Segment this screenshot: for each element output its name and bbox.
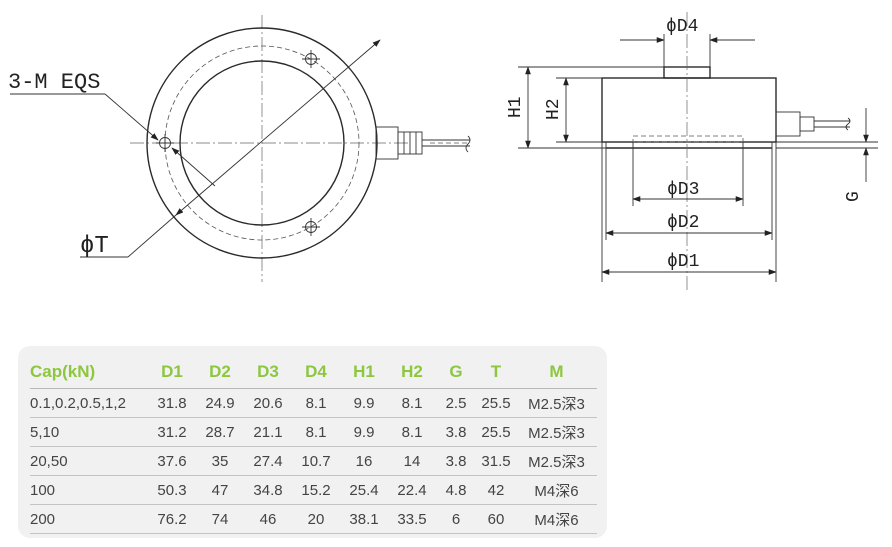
- cell-d2: 47: [196, 475, 244, 505]
- cell-g: 6: [436, 504, 476, 534]
- cell-cap: 0.1,0.2,0.5,1,2: [30, 388, 148, 418]
- cell-g: 3.8: [436, 446, 476, 476]
- cell-m: M4深6: [516, 475, 597, 505]
- header-t: T: [476, 356, 516, 389]
- cell-d3: 20.6: [244, 388, 292, 418]
- cell-d2: 35: [196, 446, 244, 476]
- height-h2-label: H2: [544, 98, 564, 120]
- cell-d3: 27.4: [244, 446, 292, 476]
- cell-h1: 38.1: [340, 504, 388, 534]
- cell-d2: 28.7: [196, 417, 244, 447]
- cell-h2: 22.4: [388, 475, 436, 505]
- cell-d4: 8.1: [292, 388, 340, 418]
- cell-g: 2.5: [436, 388, 476, 418]
- cell-t: 25.5: [476, 388, 516, 418]
- side-view: [518, 12, 878, 290]
- cell-d4: 10.7: [292, 446, 340, 476]
- cell-m: M2.5深3: [516, 388, 597, 418]
- cell-cap: 20,50: [30, 446, 148, 476]
- cell-h1: 9.9: [340, 388, 388, 418]
- cell-t: 60: [476, 504, 516, 534]
- cell-h2: 14: [388, 446, 436, 476]
- top-view: [10, 15, 471, 282]
- cell-h2: 8.1: [388, 417, 436, 447]
- gap-g-label: G: [844, 191, 864, 202]
- cell-cap: 100: [30, 475, 148, 505]
- table-header-row: Cap(kN) D1 D2 D3 D4 H1 H2 G T M: [30, 356, 597, 389]
- cell-t: 42: [476, 475, 516, 505]
- cell-g: 3.8: [436, 417, 476, 447]
- table-row: 0.1,0.2,0.5,1,2 31.8 24.9 20.6 8.1 9.9 8…: [30, 388, 597, 418]
- cell-h2: 8.1: [388, 388, 436, 418]
- header-h1: H1: [340, 356, 388, 389]
- cell-t: 25.5: [476, 417, 516, 447]
- diameter-d4-label: ϕD4: [666, 17, 698, 37]
- hole-callout-label: 3-M EQS: [8, 70, 100, 95]
- table-row: 200 76.2 74 46 20 38.1 33.5 6 60 M4深6: [30, 504, 597, 534]
- cell-d1: 37.6: [148, 446, 196, 476]
- header-g: G: [436, 356, 476, 389]
- mounting-hole-3: [302, 218, 320, 236]
- cell-d3: 34.8: [244, 475, 292, 505]
- cell-d1: 76.2: [148, 504, 196, 534]
- header-cap: Cap(kN): [30, 356, 148, 389]
- header-d3: D3: [244, 356, 292, 389]
- cell-d3: 21.1: [244, 417, 292, 447]
- header-d2: D2: [196, 356, 244, 389]
- cell-m: M4深6: [516, 504, 597, 534]
- side-cable-gland: [775, 111, 851, 137]
- cell-d1: 31.2: [148, 417, 196, 447]
- cell-t: 31.5: [476, 446, 516, 476]
- cell-h1: 25.4: [340, 475, 388, 505]
- diameter-d3-label: ϕD3: [667, 180, 699, 200]
- diameter-t-line: [175, 39, 381, 216]
- diameter-d2-label: ϕD2: [667, 213, 699, 233]
- header-h2: H2: [388, 356, 436, 389]
- spec-table: Cap(kN) D1 D2 D3 D4 H1 H2 G T M 0.1,0.2,…: [30, 356, 597, 534]
- mounting-hole-1: [156, 134, 174, 152]
- header-d1: D1: [148, 356, 196, 389]
- table-row: 100 50.3 47 34.8 15.2 25.4 22.4 4.8 42 M…: [30, 475, 597, 505]
- cell-cap: 5,10: [30, 417, 148, 447]
- cell-h1: 9.9: [340, 417, 388, 447]
- cell-d4: 15.2: [292, 475, 340, 505]
- cell-h2: 33.5: [388, 504, 436, 534]
- header-d4: D4: [292, 356, 340, 389]
- cell-d4: 20: [292, 504, 340, 534]
- cell-cap: 200: [30, 504, 148, 534]
- cell-d1: 50.3: [148, 475, 196, 505]
- mounting-hole-2: [302, 50, 320, 68]
- cell-h1: 16: [340, 446, 388, 476]
- diameter-d1-label: ϕD1: [667, 252, 699, 272]
- load-cell-dimension-drawing: 3-M EQS ϕT ϕD4 ϕD3 ϕD2 ϕD1 H1 H2 G: [8, 12, 878, 290]
- cell-d2: 24.9: [196, 388, 244, 418]
- height-h1-label: H1: [506, 96, 526, 118]
- cell-g: 4.8: [436, 475, 476, 505]
- table-row: 5,10 31.2 28.7 21.1 8.1 9.9 8.1 3.8 25.5…: [30, 417, 597, 447]
- diameter-t-label: ϕT: [80, 233, 109, 260]
- table-row: 20,50 37.6 35 27.4 10.7 16 14 3.8 31.5 M…: [30, 446, 597, 476]
- cell-d4: 8.1: [292, 417, 340, 447]
- cell-d2: 74: [196, 504, 244, 534]
- cell-m: M2.5深3: [516, 417, 597, 447]
- cell-d3: 46: [244, 504, 292, 534]
- cell-m: M2.5深3: [516, 446, 597, 476]
- body-outline: [601, 77, 777, 143]
- cell-d1: 31.8: [148, 388, 196, 418]
- header-m: M: [516, 356, 597, 389]
